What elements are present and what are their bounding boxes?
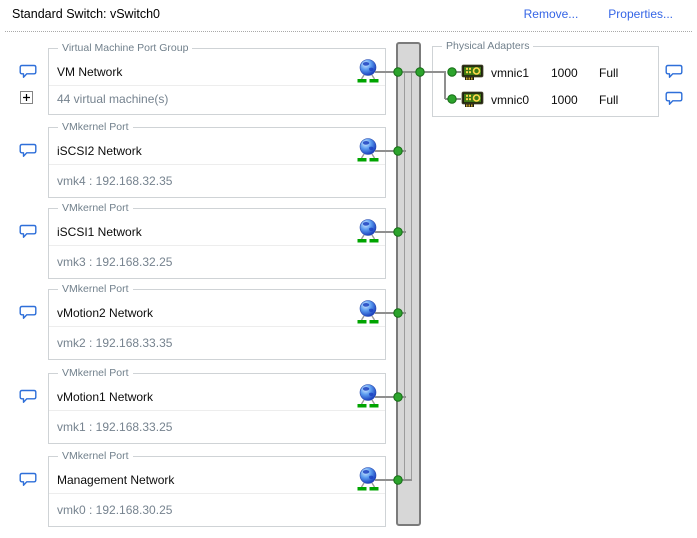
port-group-name: iSCSI1 Network [57, 224, 142, 239]
port-group-name-row: Management Network [49, 466, 385, 494]
port-note-bubble-icon[interactable] [19, 224, 37, 239]
port-group-name-row: vMotion2 Network [49, 299, 385, 327]
globe-icon [357, 137, 379, 163]
port-group-box: VMkernel Port vMotion2 Network vmk2 : 19… [48, 282, 386, 360]
port-group-detail-row: vmk1 : 192.168.33.25 [49, 411, 385, 443]
connected-port-dot [393, 308, 403, 318]
globe-icon [357, 218, 379, 244]
properties-link[interactable]: Properties... [608, 7, 673, 21]
connected-port-dot [393, 146, 403, 156]
port-group-name: iSCSI2 Network [57, 143, 142, 158]
port-group-type-label: Virtual Machine Port Group [58, 41, 193, 56]
port-group-box: VMkernel Port vMotion1 Network vmk1 : 19… [48, 366, 386, 444]
globe-icon [357, 58, 379, 84]
port-group-name-row: VM Network [49, 58, 385, 86]
port-group-name: vMotion1 Network [57, 389, 154, 404]
globe-icon [357, 299, 379, 325]
adapter-speed: 1000 [551, 92, 578, 107]
port-group-type-label: VMkernel Port [58, 120, 133, 135]
port-group-box: Virtual Machine Port Group VM Network 44… [48, 41, 386, 115]
port-group-box: VMkernel Port Management Network vmk0 : … [48, 449, 386, 527]
port-group-detail: vmk0 : 192.168.30.25 [57, 503, 173, 517]
port-group-detail: vmk3 : 192.168.32.25 [57, 255, 173, 269]
connected-port-dot [415, 67, 425, 77]
remove-link[interactable]: Remove... [523, 7, 579, 21]
port-group-type-label: VMkernel Port [58, 366, 133, 381]
port-group-detail-row: vmk0 : 192.168.30.25 [49, 494, 385, 526]
port-group-detail: vmk2 : 192.168.33.35 [57, 336, 173, 350]
connected-port-dot [393, 392, 403, 402]
port-note-bubble-icon[interactable] [19, 143, 37, 158]
port-group-detail-row: vmk4 : 192.168.32.35 [49, 165, 385, 197]
port-group-detail: vmk1 : 192.168.33.25 [57, 420, 173, 434]
adapter-note-bubble-icon[interactable] [665, 91, 683, 106]
port-group-name-row: iSCSI2 Network [49, 137, 385, 165]
physical-adapters-label: Physical Adapters [442, 39, 534, 54]
adapter-rows: vmnic1 1000 Full vmnic0 1000 Full [433, 59, 658, 113]
connected-port-dot [393, 227, 403, 237]
switch-actions: Remove... Properties... [524, 7, 673, 21]
physical-adapter-row: vmnic1 1000 Full [433, 59, 658, 86]
port-note-bubble-icon[interactable] [19, 472, 37, 487]
port-group-detail-row: vmk3 : 192.168.32.25 [49, 246, 385, 278]
vswitch-trunk [396, 42, 421, 526]
port-group-name-row: vMotion1 Network [49, 383, 385, 411]
adapter-duplex: Full [599, 65, 619, 80]
expand-vm-list-icon[interactable] [20, 91, 33, 104]
port-group-detail: vmk4 : 192.168.32.35 [57, 174, 173, 188]
port-note-bubble-icon[interactable] [19, 305, 37, 320]
port-group-name: VM Network [57, 64, 123, 79]
network-adapter-icon [461, 91, 485, 108]
port-group-type-label: VMkernel Port [58, 449, 133, 464]
port-group-type-label: VMkernel Port [58, 282, 133, 297]
switch-title: Standard Switch: vSwitch0 [12, 7, 160, 21]
port-note-bubble-icon[interactable] [19, 64, 37, 79]
port-group-name: vMotion2 Network [57, 305, 154, 320]
adapter-speed: 1000 [551, 65, 578, 80]
physical-adapter-row: vmnic0 1000 Full [433, 86, 658, 113]
port-group-detail: 44 virtual machine(s) [57, 92, 169, 106]
port-group-box: VMkernel Port iSCSI1 Network vmk3 : 192.… [48, 201, 386, 279]
port-note-bubble-icon[interactable] [19, 389, 37, 404]
adapter-note-bubble-icon[interactable] [665, 64, 683, 79]
network-adapter-icon [461, 64, 485, 81]
port-group-name: Management Network [57, 472, 175, 487]
adapter-name: vmnic0 [491, 92, 530, 107]
port-group-type-label: VMkernel Port [58, 201, 133, 216]
globe-icon [357, 466, 379, 492]
connected-port-dot [393, 67, 403, 77]
adapter-duplex: Full [599, 92, 619, 107]
port-group-box: VMkernel Port iSCSI2 Network vmk4 : 192.… [48, 120, 386, 198]
adapter-name: vmnic1 [491, 65, 530, 80]
globe-icon [357, 383, 379, 409]
port-group-name-row: iSCSI1 Network [49, 218, 385, 246]
port-group-detail-row: 44 virtual machine(s) [49, 86, 385, 112]
header-separator [5, 31, 692, 32]
connected-port-dot [393, 475, 403, 485]
port-group-detail-row: vmk2 : 192.168.33.35 [49, 327, 385, 359]
physical-adapters-box: Physical Adapters vmnic1 1000 Full vmnic… [432, 39, 659, 117]
